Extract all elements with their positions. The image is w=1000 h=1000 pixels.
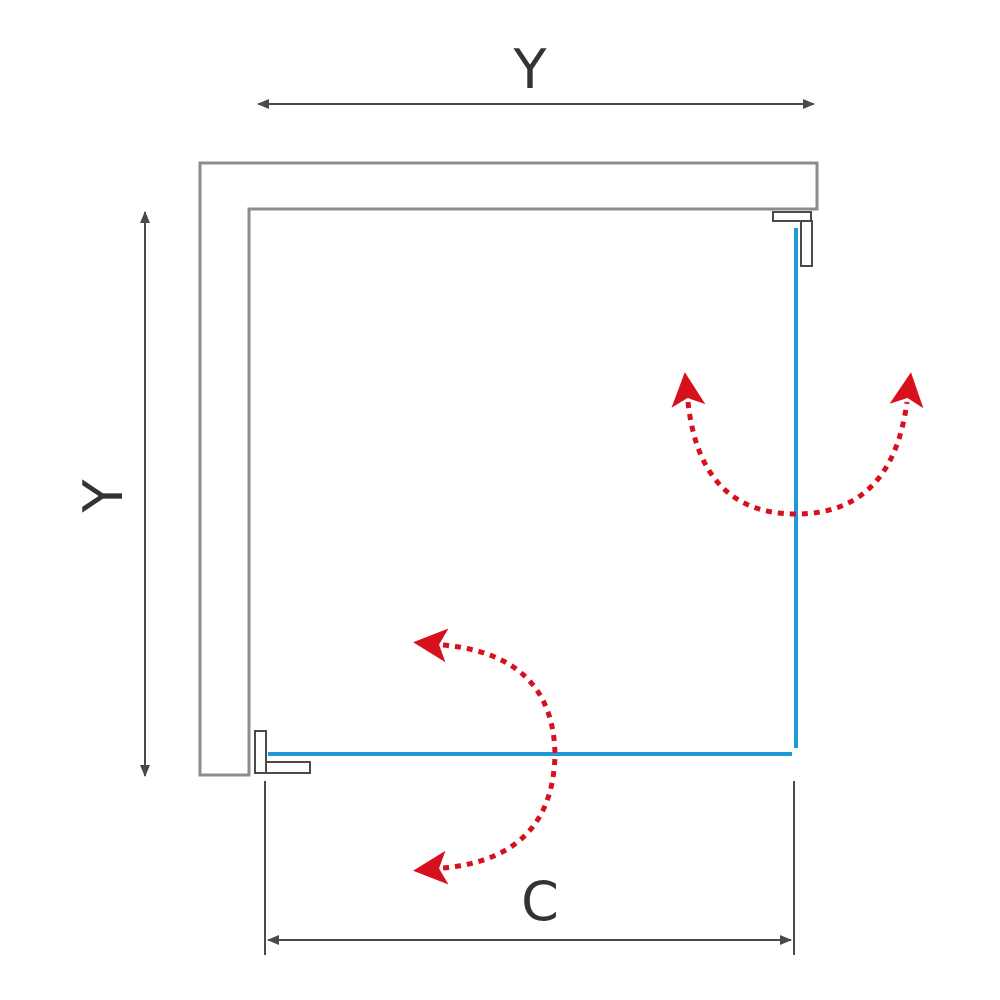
hinge-icon [254,730,311,774]
top-dimension-label: Y [513,38,548,101]
bottom-dimension-label: C [521,870,559,933]
hinge-icon [772,211,813,267]
wall-outline [198,161,819,777]
left-dimension-label: Y [72,479,135,514]
double-headed-curved-arrow-icon [671,372,924,517]
double-headed-curved-arrow-icon [413,628,558,885]
